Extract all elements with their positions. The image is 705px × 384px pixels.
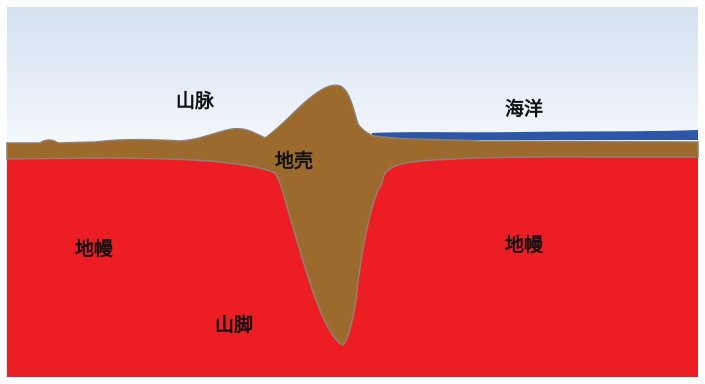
crust-label: 地壳 [275, 150, 314, 172]
ocean-label: 海洋 [505, 98, 544, 120]
mountain-label: 山脉 [176, 90, 215, 112]
ocean-water [372, 130, 698, 140]
mountain-root-label: 山脚 [215, 314, 254, 336]
mantle-right-label: 地幔 [505, 234, 544, 256]
mantle-left-label: 地幔 [75, 238, 114, 260]
crust-layer [6, 84, 699, 346]
